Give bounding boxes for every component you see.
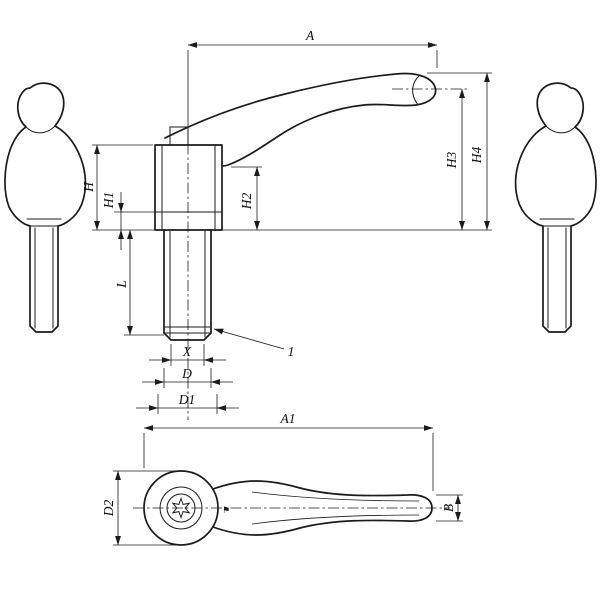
grip-contour-line	[251, 514, 420, 525]
handle-outline	[164, 72, 437, 167]
dim-label-L: L	[114, 280, 129, 289]
dim-label-D1: D1	[178, 392, 196, 407]
screw-recess-circle	[166, 493, 196, 523]
front-view-left	[4, 82, 87, 333]
callout-leader-line	[213, 328, 285, 350]
boss-circle	[143, 470, 219, 546]
dim-label-D2: D2	[101, 500, 116, 518]
grip-junction-line	[25, 125, 56, 134]
stud-outline	[163, 229, 212, 341]
dim-label-H2: H2	[239, 193, 254, 211]
front-view-right	[514, 82, 597, 333]
dim-label-B: B	[441, 504, 456, 512]
side-view-main	[154, 72, 468, 420]
dim-label-D: D	[181, 366, 192, 381]
dim-label-X: X	[182, 344, 192, 359]
dim-label-H4: H4	[469, 147, 484, 165]
callout-label-1: 1	[288, 344, 295, 359]
top-view: ⚑	[133, 470, 450, 546]
screw-head-circle	[159, 486, 203, 530]
dimensions: A H4 H3 H H1 H2 L X	[81, 28, 492, 546]
dim-label-H1: H1	[101, 192, 116, 210]
dim-label-A: A	[305, 28, 315, 43]
grip-contour-line	[251, 491, 420, 502]
screw-cap	[169, 126, 189, 146]
dim-label-H: H	[81, 181, 96, 193]
dim-label-A1: A1	[280, 411, 296, 426]
handle-top-outline	[212, 480, 433, 536]
dim-label-H3: H3	[444, 152, 459, 170]
boss-outline	[154, 144, 223, 231]
lever-silhouette	[4, 82, 87, 333]
torx-socket	[171, 497, 191, 519]
handle-tip-face	[412, 74, 421, 106]
kipp-logo-icon: ⚑	[222, 506, 230, 516]
